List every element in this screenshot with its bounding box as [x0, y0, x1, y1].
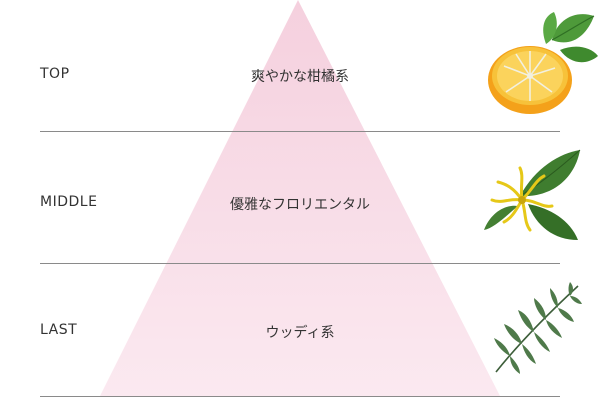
- tier-label-last: LAST: [40, 322, 78, 338]
- tier-description-last: ウッディ系: [265, 325, 335, 341]
- divider-last: [40, 396, 560, 397]
- tier-label-middle: MIDDLE: [40, 194, 98, 210]
- tier-description-middle: 優雅なフロリエンタル: [230, 197, 370, 213]
- tier-label-top: TOP: [40, 66, 70, 82]
- pyramid-shape: [100, 0, 500, 396]
- divider-top: [40, 131, 560, 132]
- orange-illustration-icon: [488, 12, 598, 114]
- tier-description-top: 爽やかな柑橘系: [251, 69, 349, 85]
- divider-middle: [40, 263, 560, 264]
- ylang-ylang-flower-illustration-icon: [484, 149, 581, 240]
- fern-leaf-illustration-icon: [494, 282, 582, 374]
